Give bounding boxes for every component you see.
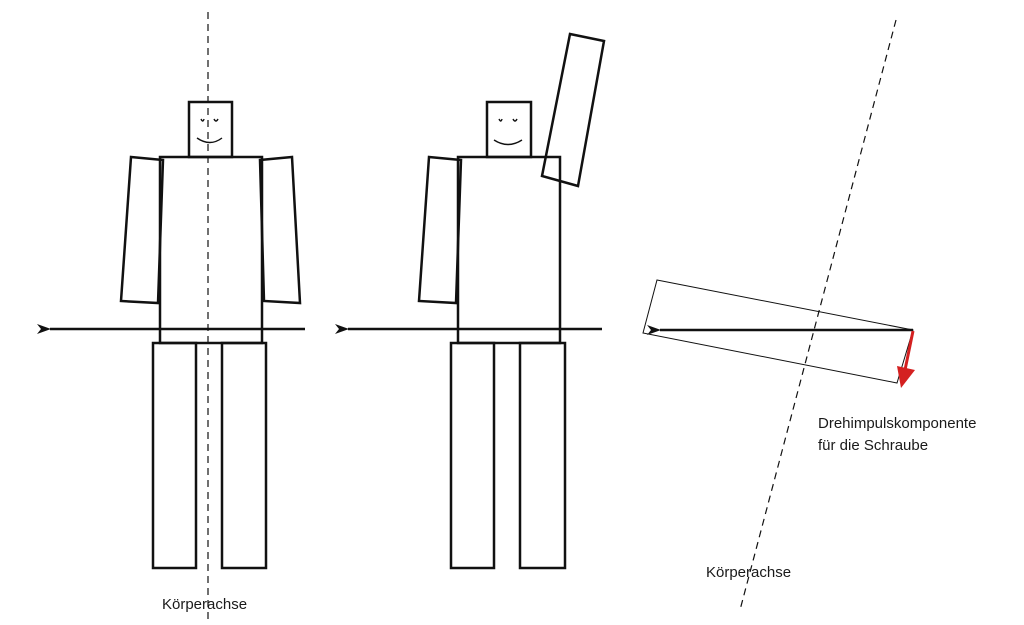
right-leg xyxy=(220,341,268,570)
right-arm xyxy=(258,155,302,305)
head xyxy=(485,100,533,159)
left-arm xyxy=(119,155,165,305)
tilted-body-axis-dashed xyxy=(739,19,897,611)
component-label-line1: Drehimpulskomponente xyxy=(818,415,976,432)
raised-arm xyxy=(540,32,606,188)
decomposition-parallelogram xyxy=(642,279,914,384)
figure-arms-down xyxy=(37,12,305,620)
head xyxy=(187,100,234,159)
right-leg xyxy=(518,341,567,570)
axis-label-right: Körperachse xyxy=(706,564,791,581)
figure-arm-raised xyxy=(335,32,606,570)
torso xyxy=(456,155,562,345)
left-leg xyxy=(151,341,198,570)
left-arm xyxy=(417,155,463,305)
vector-decomposition xyxy=(642,19,915,611)
face xyxy=(196,118,223,144)
left-leg xyxy=(449,341,496,570)
axis-label-left: Körperachse xyxy=(162,596,247,613)
torso xyxy=(158,155,264,345)
face xyxy=(493,118,523,146)
component-label-line2: für die Schraube xyxy=(818,437,928,454)
twist-component-arrow xyxy=(897,330,915,388)
